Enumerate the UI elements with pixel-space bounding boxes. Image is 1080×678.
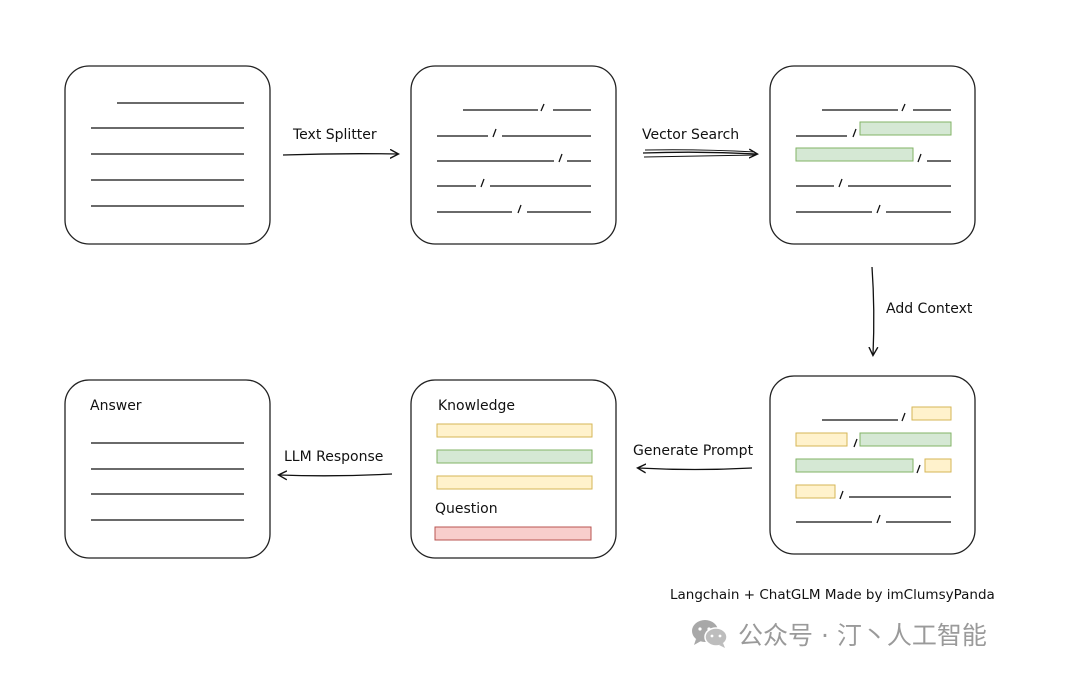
knowledge-bar-yellow [436, 475, 593, 490]
edge-label-llm-response: LLM Response [284, 449, 384, 465]
edge-label-text-splitter: Text Splitter [293, 127, 377, 143]
vector-search-box [769, 65, 976, 245]
answer-box [64, 379, 271, 559]
knowledge-label: Knowledge [438, 398, 515, 414]
document-box [64, 65, 271, 245]
arrow-generate-prompt [638, 468, 753, 470]
knowledge-bar-yellow [436, 423, 593, 438]
highlight-yellow [924, 458, 952, 473]
arrow-text-splitter [282, 154, 398, 155]
highlight-yellow [795, 484, 836, 499]
split-chunks-box [410, 65, 617, 245]
edge-label-vector-search: Vector Search [642, 127, 740, 143]
question-label: Question [435, 501, 498, 517]
answer-title: Answer [90, 398, 142, 414]
wechat-icon [692, 620, 728, 648]
question-bar-red [434, 526, 592, 541]
watermark-text: 公众号 · 汀丶人工智能 [738, 621, 987, 650]
arrow-vector-search [642, 152, 757, 154]
arrow-llm-response [279, 474, 393, 476]
highlight-yellow [911, 406, 952, 421]
edge-label-add-context: Add Context [886, 301, 973, 317]
highlight-green [859, 432, 952, 447]
highlight-yellow [795, 432, 848, 447]
edge-label-generate-prompt: Generate Prompt [633, 443, 754, 459]
prompt-box [410, 379, 617, 559]
knowledge-bar-green [436, 449, 593, 464]
highlight-green [859, 121, 952, 136]
highlight-green [795, 458, 914, 473]
watermark: 公众号 · 汀丶人工智能 [690, 614, 987, 654]
context-box [769, 375, 976, 555]
credit-text: Langchain + ChatGLM Made by imClumsyPand… [670, 587, 995, 603]
highlight-green [795, 147, 914, 162]
arrow-add-context [872, 266, 874, 355]
